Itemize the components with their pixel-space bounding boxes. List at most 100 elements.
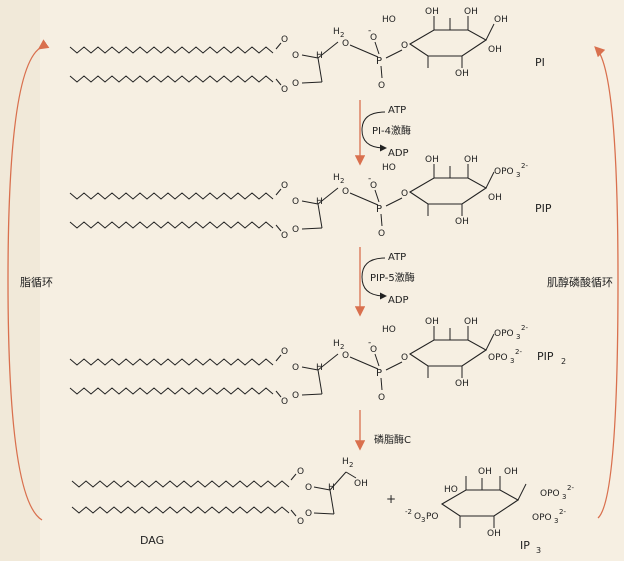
dag-upper-chain xyxy=(71,480,290,488)
pip2-p-double-bond xyxy=(380,377,383,391)
atp-label-2: ATP xyxy=(388,252,406,263)
pip2-phosphate-group-2: OPO 3 2- xyxy=(488,348,522,365)
pip2-label-text: PIP xyxy=(537,350,554,363)
pi-phosphate: O P O - O O xyxy=(342,26,408,91)
pip-phosphorus: P xyxy=(376,204,382,215)
pip2-phosphorus: P xyxy=(376,368,382,379)
pi-hydroxyl-2: OH xyxy=(425,7,439,17)
pip-opo3-sup: 2- xyxy=(521,162,528,170)
dag-methylene-h-sub: 2 xyxy=(349,461,353,469)
inositol-cycle-arrow xyxy=(594,46,619,519)
pip-bridge-oxygen: O xyxy=(342,187,349,197)
pi-phosphoryl-oxygen: O xyxy=(378,81,385,91)
pip-hydroxyl-6: OH xyxy=(488,193,502,203)
lipid-cycle-arrow xyxy=(7,39,50,521)
pip2-opo3-b-sup: 2- xyxy=(515,348,522,356)
pip-opo3-sub: 3 xyxy=(516,171,520,179)
dag-glycerol-bond-2 xyxy=(329,489,335,515)
enzyme-label-3: 磷脂酶C xyxy=(374,433,411,446)
dag-structure: O O O O H H 2 OH DAG xyxy=(71,457,368,547)
ip3-phosphate-group-2: OPO 3 2- xyxy=(532,508,566,525)
pip2-p-bond-2 xyxy=(374,353,380,367)
pip-hydroxyl-5: OH xyxy=(455,217,469,227)
pip-label: PIP xyxy=(535,202,552,215)
adp-label-2: ADP xyxy=(388,295,409,306)
pip2-label: PIP 2 xyxy=(537,350,566,366)
pi-charge: - xyxy=(368,26,371,36)
pip2-p-bond-1 xyxy=(349,356,379,370)
ip3-opo3-b: OPO xyxy=(532,513,552,523)
dag-glycerol-bond-4 xyxy=(329,471,347,491)
pip2-bridge-oxygen: O xyxy=(342,351,349,361)
pi-anionic-oxygen: O xyxy=(370,33,377,43)
pip2-p-bond-3 xyxy=(385,361,403,371)
ip3-label-text: IP xyxy=(520,539,530,552)
dag-label: DAG xyxy=(140,534,164,547)
pip2-phosphate: O P O - O O xyxy=(342,338,408,403)
pip-charge: - xyxy=(368,174,371,184)
ip3-opo3-a-sub: 3 xyxy=(562,493,566,501)
pip2-phosphate-group-1: OPO 3 2- xyxy=(494,324,528,341)
pip2-opo3-b-sub: 3 xyxy=(510,357,514,365)
ip3-opo3-a: OPO xyxy=(540,489,560,499)
dag-glycerol-h: H xyxy=(328,483,335,493)
ip3-o3po-o: O xyxy=(414,512,421,522)
pi-hydroxyl-1: HO xyxy=(382,15,396,25)
pi-label: PI xyxy=(535,56,545,69)
ip3-label-sub: 3 xyxy=(536,546,541,555)
dag-glycerol-bond-1 xyxy=(313,486,331,491)
pi-p-bond-1 xyxy=(349,44,379,58)
pip-phosphoryl-oxygen: O xyxy=(378,229,385,239)
ip3-phosphate-group-3: -2 O 3 PO xyxy=(405,508,439,524)
ip3-label: IP 3 xyxy=(520,539,541,555)
ip3-opo3-a-sup: 2- xyxy=(567,484,574,492)
pip-p-double-bond xyxy=(380,213,383,227)
pi-p-bond-2 xyxy=(374,41,380,55)
pip2-opo3-a: OPO xyxy=(494,329,514,339)
pip2-charge: - xyxy=(368,338,371,348)
dag-oh-bond xyxy=(345,471,357,479)
pip-opo3: OPO xyxy=(494,167,514,177)
pi-phosphorus: P xyxy=(376,56,382,67)
pi-hydroxyl-5: OH xyxy=(455,69,469,79)
dag-methylene-h: H xyxy=(342,457,349,467)
enzyme-label-2: PIP-5激酶 xyxy=(370,271,415,284)
dag-carbonyl-bond-1 xyxy=(290,473,297,481)
pip2-opo3-b: OPO xyxy=(488,353,508,363)
enzyme-label-1: PI-4激酶 xyxy=(372,124,411,137)
pip2-hydroxyl-3: OH xyxy=(464,317,478,327)
dag-lower-chain xyxy=(71,506,290,514)
pi-hydroxyl-4: OH xyxy=(494,15,508,25)
dag-glycerol-bond-3 xyxy=(313,512,335,515)
pip2-hydroxyl-5: OH xyxy=(455,379,469,389)
atp-adp-curve-2 xyxy=(361,257,387,300)
ip3-o3po-sup: -2 xyxy=(405,508,412,516)
dag-carbonyl-oxygen-2: O xyxy=(297,517,304,527)
pip-phosphate: O P O - O O xyxy=(342,174,408,239)
pip-p-bond-3 xyxy=(385,197,403,207)
pip-hydroxyl-2: OH xyxy=(425,155,439,165)
ip3-o3po-tail: PO xyxy=(426,512,439,522)
atp-adp-curve-1 xyxy=(361,111,387,152)
pip2-opo3-a-sup: 2- xyxy=(521,324,528,332)
ip3-hydroxyl-2: OH xyxy=(478,467,492,477)
pip2-opo3-a-sub: 3 xyxy=(516,333,520,341)
pip2-anionic-oxygen: O xyxy=(370,345,377,355)
pip-p-bond-2 xyxy=(374,189,380,203)
pip-p-bond-1 xyxy=(349,192,379,206)
dag-ester-oxygen-2: O xyxy=(305,509,312,519)
pip2-hydroxyl-1: HO xyxy=(382,325,396,335)
ip3-o3po-sub: 3 xyxy=(421,516,425,524)
lipid-cycle-label: 脂循环 xyxy=(20,275,53,289)
pip2-ring-oxygen: O xyxy=(401,353,408,363)
dag-ester-oxygen-1: O xyxy=(305,483,312,493)
ip3-hydroxyl-1: HO xyxy=(444,485,458,495)
ip3-opo3-b-sup: 2- xyxy=(559,508,566,516)
atp-label-1: ATP xyxy=(388,105,406,116)
plus-sign: + xyxy=(386,492,396,506)
pip2-hydroxyl-2: OH xyxy=(425,317,439,327)
pi-bridge-oxygen: O xyxy=(342,39,349,49)
ip3-phosphate-group-1: OPO 3 2- xyxy=(540,484,574,501)
